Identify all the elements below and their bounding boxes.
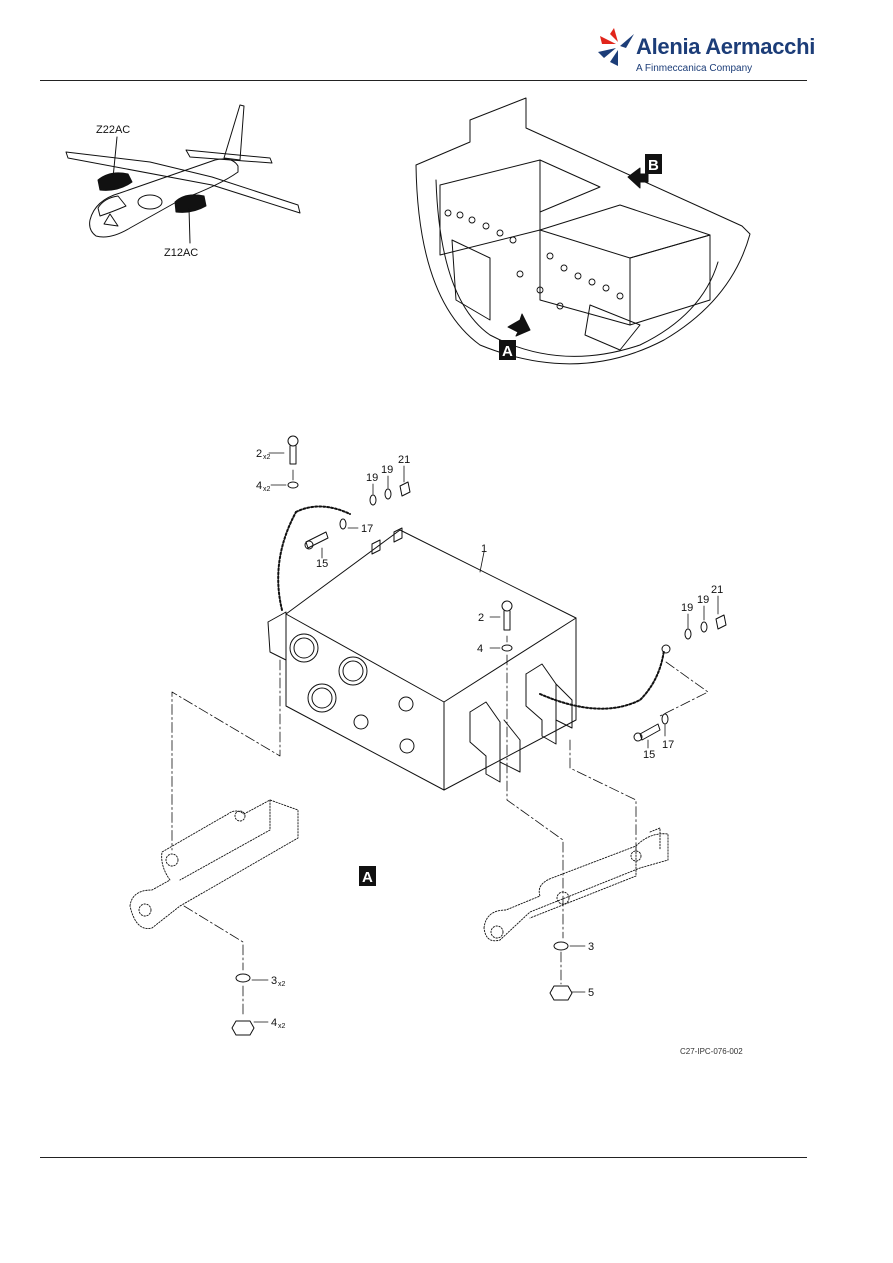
zone-lower-marker xyxy=(174,194,207,213)
callout-1: 1 xyxy=(481,543,487,555)
svg-text:x2: x2 xyxy=(278,981,286,988)
callout-4x2: 4 xyxy=(256,480,262,492)
compartment-view xyxy=(415,97,751,365)
callout-15-b: 15 xyxy=(643,749,655,761)
leader-lines xyxy=(251,452,719,1023)
company-logo: Alenia Aermacchi A Finmeccanica Company xyxy=(596,24,815,84)
header-rule xyxy=(40,80,807,81)
view-a-badge: A xyxy=(499,340,516,360)
callout-19-b: 19 xyxy=(381,464,393,476)
hardware xyxy=(231,435,727,1036)
zone-upper-marker xyxy=(97,172,133,191)
footer-rule xyxy=(40,1157,807,1158)
callout-19-a: 19 xyxy=(366,472,378,484)
detail-a-badge: A xyxy=(359,866,376,886)
swoosh-logo-icon xyxy=(598,28,634,66)
callout-17-a: 17 xyxy=(361,523,373,535)
svg-text:A: A xyxy=(502,343,513,360)
callout-17-b: 17 xyxy=(662,739,674,751)
mounting-brackets xyxy=(469,663,573,783)
callout-3x2: 3 xyxy=(271,975,277,987)
view-a-arrow xyxy=(507,313,531,337)
callout-2: 2 xyxy=(478,612,484,624)
zone-upper-label: Z22AC xyxy=(96,124,130,136)
svg-text:A: A xyxy=(362,869,373,886)
zone-lower-label: Z12AC xyxy=(164,247,198,259)
callout-21-a: 21 xyxy=(398,454,410,466)
svg-text:x2: x2 xyxy=(278,1023,286,1030)
callout-19-c: 19 xyxy=(681,602,693,614)
bonding-strap-right xyxy=(539,649,665,710)
callout-3: 3 xyxy=(588,941,594,953)
svg-text:x2: x2 xyxy=(263,454,271,461)
callout-5: 5 xyxy=(588,987,594,999)
callout-labels: 2 x2 4 x2 19 19 21 17 15 1 2 4 19 19 21 … xyxy=(256,448,723,1030)
callout-4: 4 xyxy=(477,643,483,655)
figure-reference: C27-IPC-076-002 xyxy=(680,1047,743,1056)
callout-19-d: 19 xyxy=(697,594,709,606)
view-b-badge: B xyxy=(645,154,662,174)
mounting-rails xyxy=(129,799,669,942)
aircraft-view xyxy=(65,104,301,244)
phantom-lines xyxy=(171,469,709,1015)
callout-21-b: 21 xyxy=(711,584,723,596)
svg-text:B: B xyxy=(648,157,659,174)
bonding-strap-left xyxy=(277,511,297,611)
view-b-arrow xyxy=(627,167,649,189)
company-name: Alenia Aermacchi xyxy=(636,34,816,59)
callout-4x2-b: 4 xyxy=(271,1017,277,1029)
svg-text:x2: x2 xyxy=(263,486,271,493)
callout-15-a: 15 xyxy=(316,558,328,570)
main-box xyxy=(267,527,577,791)
company-tagline: A Finmeccanica Company xyxy=(636,63,753,74)
callout-2x2: 2 xyxy=(256,448,262,460)
